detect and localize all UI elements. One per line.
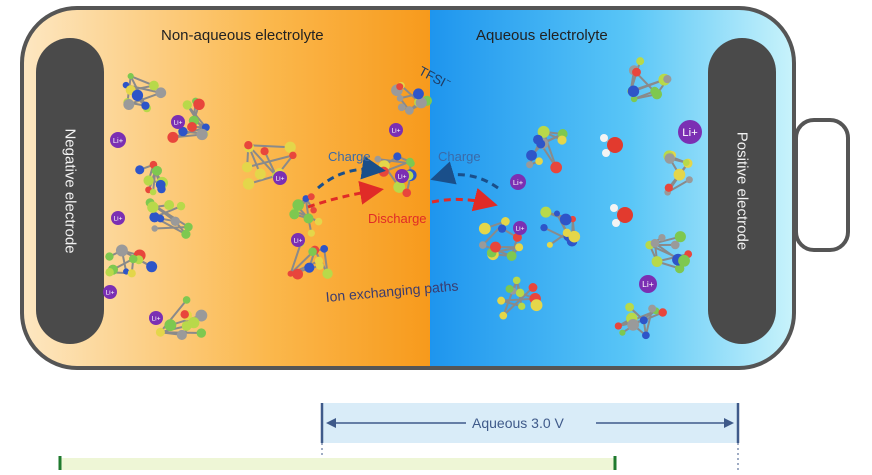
non-aqueous-label: Non-aqueous electrolyte xyxy=(161,27,324,44)
svg-text:Li+: Li+ xyxy=(515,225,524,232)
aqueous-window-label: Aqueous 3.0 V xyxy=(472,415,564,431)
aqueous-label: Aqueous electrolyte xyxy=(476,27,608,44)
li-ion-6: Li+ xyxy=(273,171,287,185)
svg-text:Li+: Li+ xyxy=(682,127,698,139)
negative-electrode-label: Negative electrode xyxy=(62,128,79,253)
li-ion-7: Li+ xyxy=(291,233,305,247)
li-ion-12: Li+ xyxy=(678,120,702,144)
charge-label-left: Charge xyxy=(328,149,371,164)
lower-window-box xyxy=(60,458,615,470)
battery-terminal xyxy=(796,120,848,250)
charge-label-right: Charge xyxy=(438,149,481,164)
li-ion-5: Li+ xyxy=(171,115,185,129)
svg-text:Li+: Li+ xyxy=(113,136,124,145)
svg-text:Li+: Li+ xyxy=(151,315,160,322)
svg-text:Li+: Li+ xyxy=(173,119,182,126)
li-ion-4: Li+ xyxy=(149,311,163,325)
svg-text:Li+: Li+ xyxy=(391,127,400,134)
svg-text:Li+: Li+ xyxy=(397,173,406,180)
svg-text:Li+: Li+ xyxy=(642,279,654,289)
positive-electrode-label: Positive electrode xyxy=(734,132,751,250)
li-ion-11: Li+ xyxy=(513,221,527,235)
svg-text:Li+: Li+ xyxy=(293,237,302,244)
svg-text:Li+: Li+ xyxy=(105,289,114,296)
li-ion-10: Li+ xyxy=(510,174,526,190)
li-ion-8: Li+ xyxy=(389,123,403,137)
svg-text:Li+: Li+ xyxy=(513,178,524,187)
li-ion-13: Li+ xyxy=(639,275,657,293)
discharge-label: Discharge xyxy=(368,211,427,226)
svg-text:Li+: Li+ xyxy=(113,215,122,222)
li-ion-2: Li+ xyxy=(111,211,125,225)
li-ion-9: Li+ xyxy=(395,169,409,183)
li-ion-3: Li+ xyxy=(103,285,117,299)
svg-text:Li+: Li+ xyxy=(275,175,284,182)
li-ion-1: Li+ xyxy=(110,132,126,148)
